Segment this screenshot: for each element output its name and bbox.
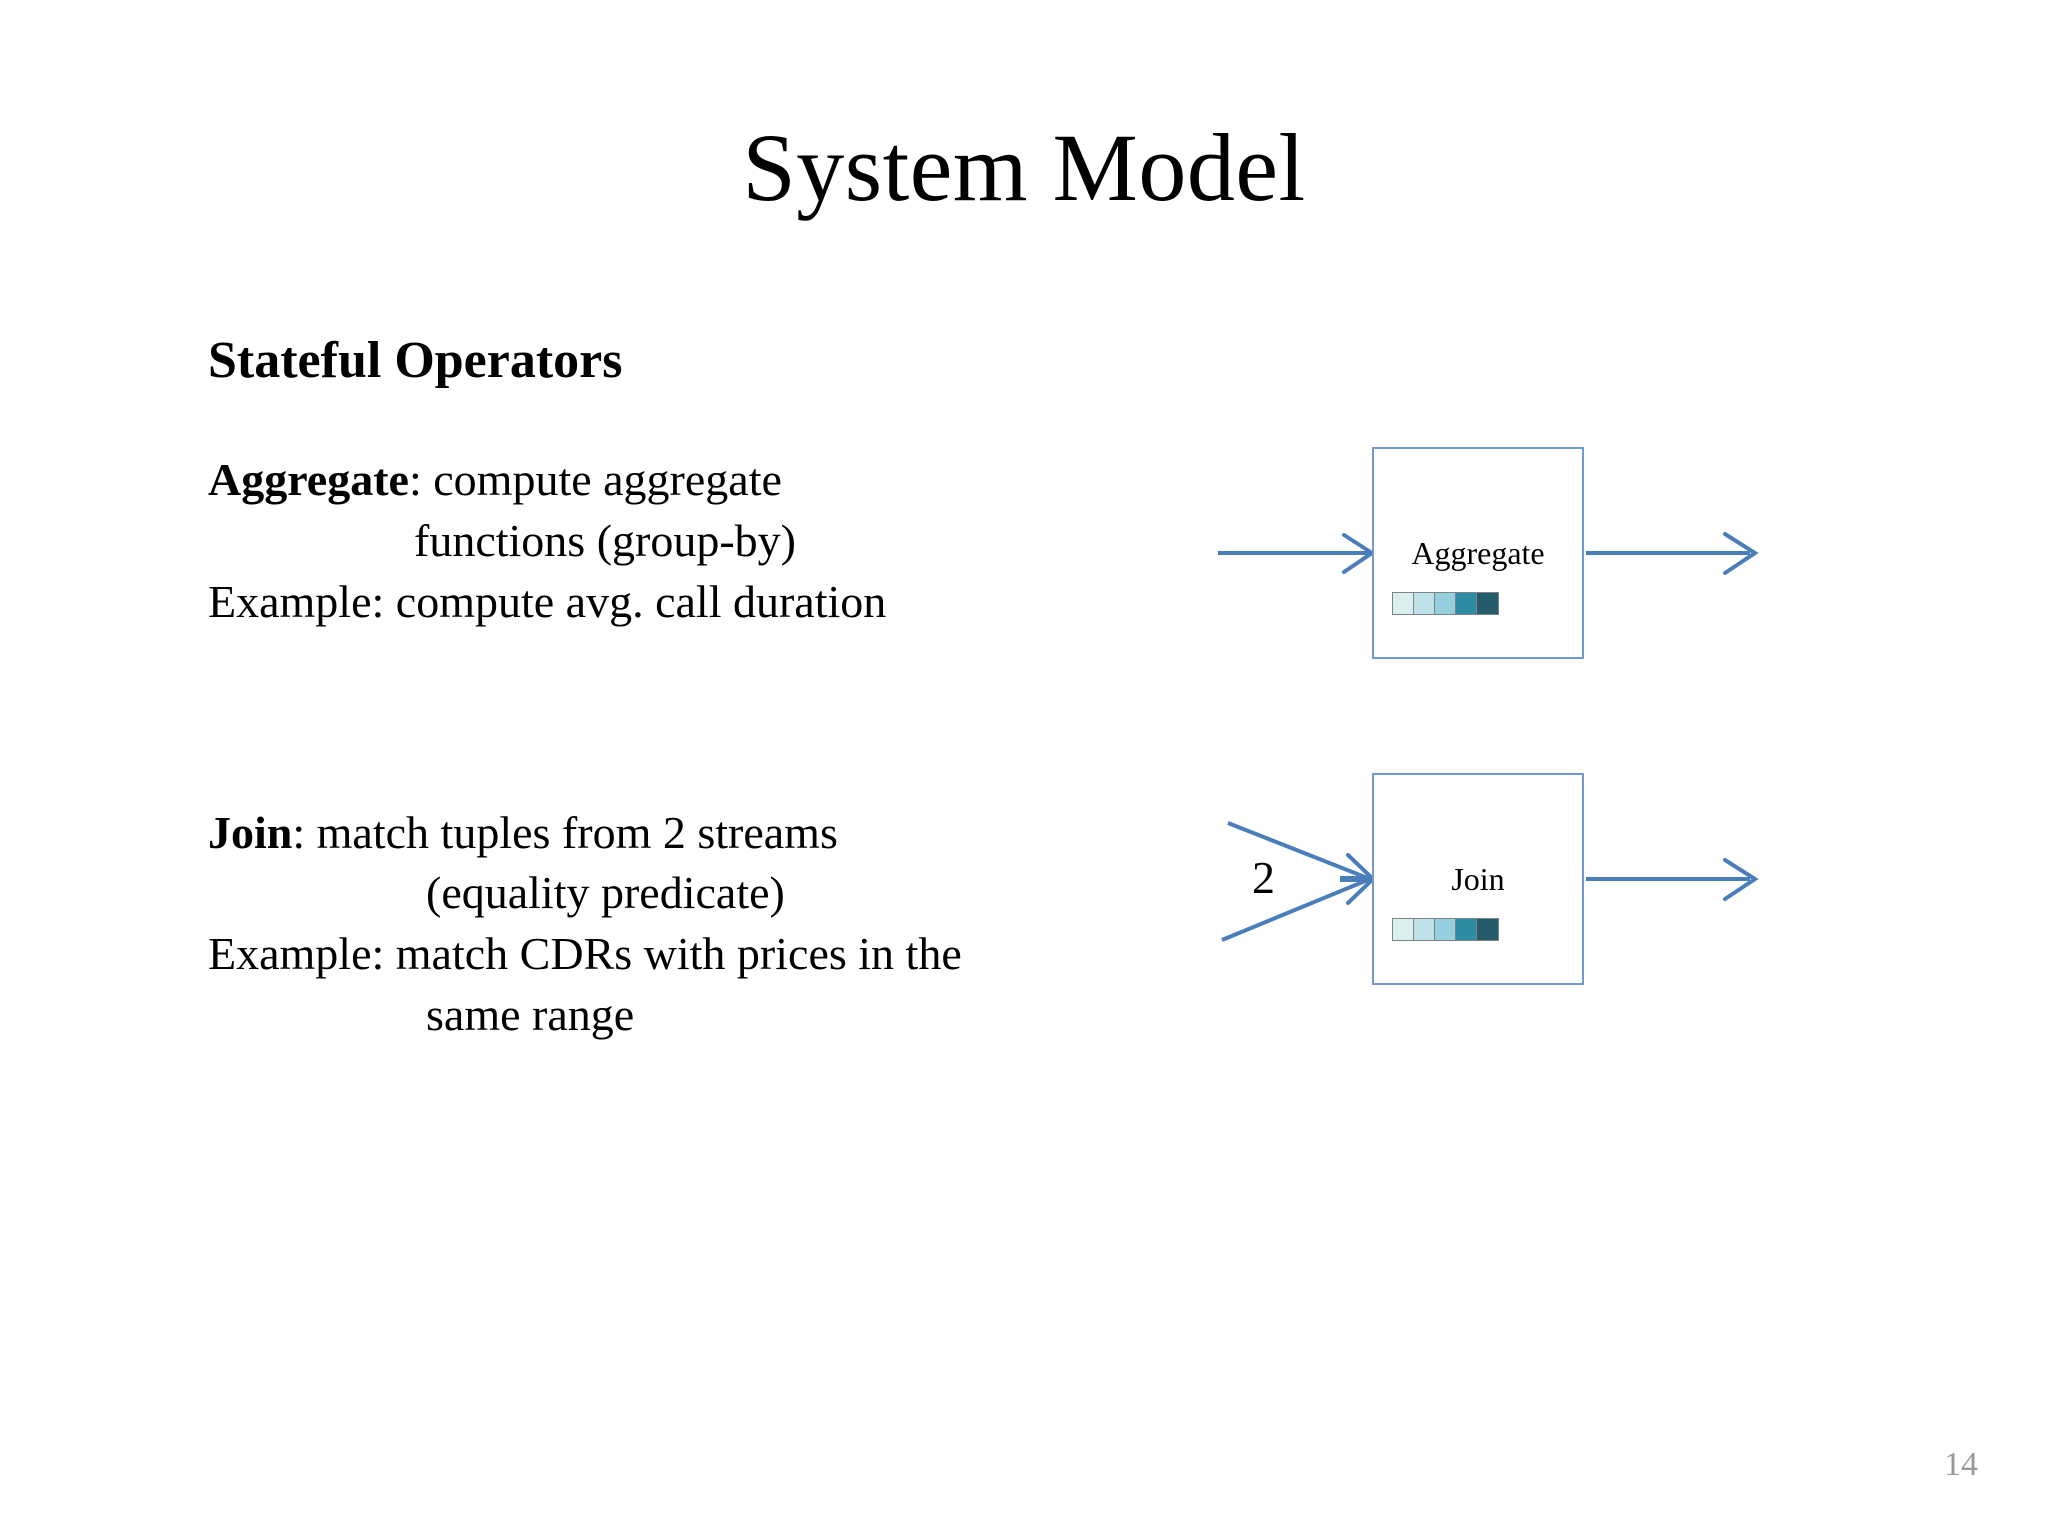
diagram-arrows-svg [1218,532,1759,942]
aggregate-state-strip [1392,592,1499,615]
aggregate-box-label: Aggregate [1411,535,1545,571]
join-input-arrow-lower [1221,877,1371,942]
join-state-strip [1392,918,1499,941]
aggregate-output-arrow [1586,532,1759,575]
state-cell-0 [1393,919,1414,940]
join-definition-continuation: (equality predicate) [426,867,785,919]
state-cell-1 [1414,919,1435,940]
operator-diagram: Aggregate Join 2 [1180,400,1820,1020]
join-fanin-count-label: 2 [1252,852,1275,903]
join-example-line: Example: match CDRs with prices in the [208,927,962,979]
aggregate-example-line: Example: compute avg. call duration [208,575,887,627]
state-cell-2 [1435,919,1456,940]
join-example-continuation: same range [426,988,635,1040]
join-input-arrow-head [1340,853,1376,905]
state-cell-3 [1456,919,1477,940]
aggregate-definition-continuation: functions (group-by) [414,515,796,567]
section-heading: Stateful Operators [208,332,623,389]
state-cell-4 [1477,919,1498,940]
join-term: Join [208,806,293,858]
join-definition-line: Join: match tuples from 2 streams [208,803,1218,864]
state-cell-0 [1393,593,1414,614]
operator-description-aggregate: Aggregate: compute aggregate functions (… [208,450,1218,632]
body-text-column: Stateful Operators Aggregate: compute ag… [208,330,1218,1045]
join-box-label: Join [1451,861,1505,897]
join-input-arrow-upper [1227,821,1371,881]
aggregate-definition-line: Aggregate: compute aggregate [208,450,1218,511]
state-cell-1 [1414,593,1435,614]
page-number: 14 [1944,1446,1978,1483]
join-operator-box[interactable]: Join [1372,773,1584,985]
join-output-arrow [1586,858,1759,901]
join-definition-rest: : match tuples from 2 streams [292,806,838,858]
aggregate-term: Aggregate [208,454,409,506]
aggregate-definition-rest: : compute aggregate [408,454,782,506]
state-cell-3 [1456,593,1477,614]
state-cell-2 [1435,593,1456,614]
state-cell-4 [1477,593,1498,614]
operator-description-join: Join: match tuples from 2 streams (equal… [208,803,1218,1046]
page-title: System Model [742,114,1306,221]
aggregate-operator-box[interactable]: Aggregate [1372,447,1584,659]
aggregate-input-arrow [1218,533,1376,574]
